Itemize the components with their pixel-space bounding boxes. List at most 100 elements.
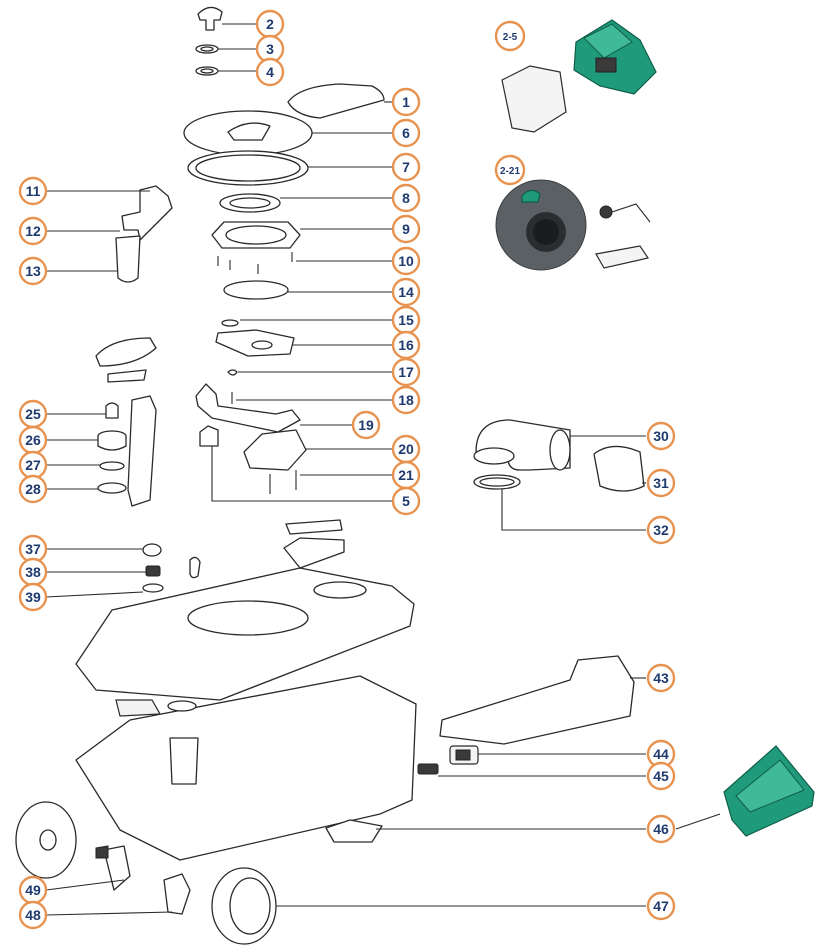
- part-48-bracket: [163, 873, 191, 915]
- part-10-screws: [217, 252, 293, 274]
- part-20-valve-housing: [243, 429, 307, 471]
- svg-text:4: 4: [266, 64, 274, 80]
- part-top-housing: [75, 519, 415, 701]
- part-46-foot: [325, 819, 383, 843]
- svg-text:37: 37: [25, 541, 41, 557]
- callout-10: 10: [391, 246, 421, 276]
- part-7-gasket: [187, 150, 309, 186]
- callout-2-21: 2-21: [494, 154, 526, 186]
- part-47-wheel: [211, 867, 277, 945]
- callout-47: 47: [646, 891, 676, 921]
- svg-text:1: 1: [402, 94, 410, 110]
- part-26-cup: [97, 430, 127, 451]
- part-14-disc: [223, 280, 289, 300]
- part-wheel-left: [15, 801, 77, 879]
- part-waste-tank: [75, 675, 417, 861]
- svg-text:15: 15: [398, 312, 414, 328]
- callout-43: 43: [646, 663, 676, 693]
- part-16-plate: [215, 329, 295, 357]
- callout-39: 39: [18, 582, 48, 612]
- svg-text:9: 9: [402, 221, 410, 237]
- svg-text:27: 27: [25, 457, 41, 473]
- part-2-valve-knob: [197, 6, 223, 31]
- callout-9: 9: [391, 214, 421, 244]
- svg-text:17: 17: [398, 364, 414, 380]
- part-hook: [189, 556, 201, 579]
- callout-45: 45: [646, 761, 676, 791]
- svg-text:6: 6: [402, 125, 410, 141]
- svg-text:47: 47: [653, 898, 669, 914]
- callout-31: 31: [646, 468, 676, 498]
- svg-text:26: 26: [25, 432, 41, 448]
- callout-7: 7: [391, 152, 421, 182]
- callout-2: 2: [255, 9, 285, 39]
- callout-32: 32: [646, 515, 676, 545]
- svg-text:11: 11: [26, 183, 41, 199]
- callout-25: 25: [18, 399, 48, 429]
- part-8-seal: [219, 193, 281, 213]
- callout-28: 28: [18, 474, 48, 504]
- callouts: 2 3 4 1 6 7 8 9 10 14 15 16 17 18 19 20 …: [18, 9, 676, 930]
- part-21-screws: [269, 470, 297, 494]
- svg-text:48: 48: [25, 907, 41, 923]
- callout-30: 30: [646, 421, 676, 451]
- svg-text:20: 20: [398, 441, 414, 457]
- callout-49: 49: [18, 875, 48, 905]
- leader-lines: [45, 23, 721, 916]
- svg-text:39: 39: [25, 589, 41, 605]
- svg-text:3: 3: [266, 41, 274, 57]
- svg-text:7: 7: [402, 159, 410, 175]
- callout-19: 19: [351, 410, 381, 440]
- svg-text:18: 18: [398, 392, 414, 408]
- callout-4: 4: [255, 57, 285, 87]
- part-44-latch: [449, 745, 479, 765]
- svg-text:44: 44: [653, 746, 669, 762]
- callout-26: 26: [18, 425, 48, 455]
- callout-21: 21: [391, 460, 421, 490]
- callout-27: 27: [18, 450, 48, 480]
- part-lid-small: [95, 337, 157, 383]
- part-11-12-13-handle: [115, 185, 173, 283]
- detail-photo-2-5: [501, 19, 657, 133]
- part-49-clip: [95, 845, 131, 891]
- svg-text:13: 13: [25, 263, 41, 279]
- svg-text:31: 31: [653, 475, 669, 491]
- svg-text:28: 28: [25, 481, 41, 497]
- callout-12: 12: [18, 216, 48, 246]
- callout-5: 5: [391, 486, 421, 516]
- part-28-seal: [97, 482, 127, 494]
- part-45-spring: [417, 763, 439, 775]
- part-27-washer: [99, 461, 125, 471]
- part-17-clip: [227, 369, 238, 376]
- detail-part-46-green: [723, 745, 815, 837]
- part-lever-arm: [127, 395, 157, 507]
- part-19-valve-frame: [195, 383, 301, 433]
- part-30-elbow-pipe: [473, 419, 571, 471]
- part-32-ring: [473, 474, 521, 490]
- svg-text:12: 12: [25, 223, 41, 239]
- svg-text:8: 8: [402, 190, 410, 206]
- svg-text:43: 43: [653, 670, 669, 686]
- part-38-spring: [145, 565, 161, 577]
- callout-48: 48: [18, 900, 48, 930]
- callout-6: 6: [391, 118, 421, 148]
- svg-text:46: 46: [653, 821, 669, 837]
- callout-44: 44: [646, 739, 676, 769]
- part-39-base: [142, 583, 164, 593]
- callout-38: 38: [18, 557, 48, 587]
- detail-photo-2-21: [495, 179, 651, 271]
- part-25-clip: [105, 402, 119, 419]
- part-6-seat: [183, 110, 313, 156]
- svg-text:25: 25: [25, 406, 41, 422]
- callout-18: 18: [391, 385, 421, 415]
- part-5-bracket: [199, 425, 219, 447]
- callout-46: 46: [646, 814, 676, 844]
- callout-17: 17: [391, 357, 421, 387]
- svg-text:19: 19: [358, 417, 374, 433]
- svg-text:2-21: 2-21: [500, 166, 520, 177]
- svg-text:14: 14: [398, 284, 414, 300]
- svg-text:32: 32: [653, 522, 669, 538]
- callout-2-5: 2-5: [494, 20, 526, 52]
- callout-16: 16: [391, 330, 421, 360]
- callout-14: 14: [391, 277, 421, 307]
